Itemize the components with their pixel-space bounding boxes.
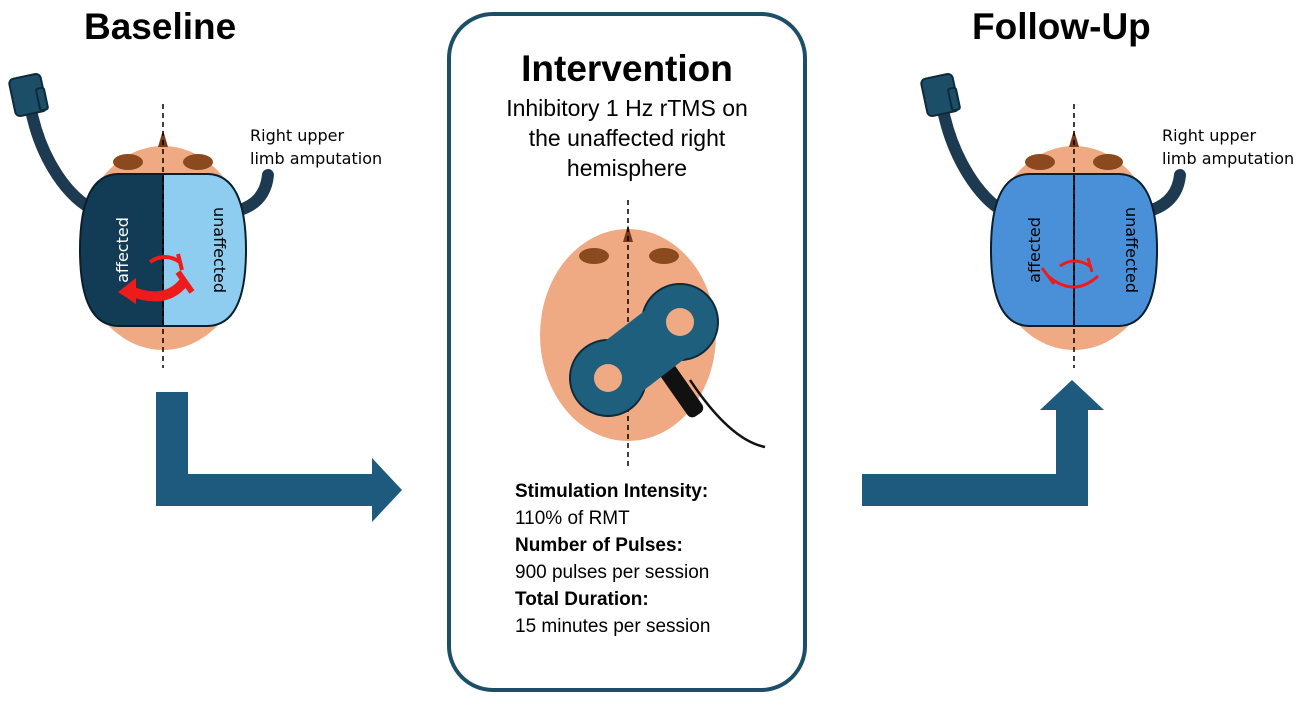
baseline-amputation-label-line1: Right upper [250,126,345,145]
baseline-amputation-label-line2: limb amputation [250,149,383,168]
followup-residual-arm-left [936,99,1008,216]
intervention-subtitle-line3: hemisphere [566,155,688,181]
followup-unaffected-label: unaffected [1122,207,1141,293]
baseline-unaffected-label: unaffected [210,207,229,293]
flow-arrow-icon-left [156,392,402,522]
followup-eye-left [1025,154,1055,170]
followup-head-icon [920,73,1186,368]
baseline-eye-right [183,154,213,170]
baseline-eye-left [113,154,143,170]
followup-affected-label: affected [1025,217,1044,283]
number-of-pulses-value: 900 pulses per session [515,562,710,583]
intervention-subtitle-line2: the unaffected right [528,125,726,151]
baseline-nose [158,130,168,147]
followup-amputation-label-line1: Right upper [1162,126,1257,145]
baseline-stump-right [234,169,274,216]
followup-nose [1069,130,1079,147]
tms-coil-icon [569,283,766,449]
followup-right-hemisphere [1073,173,1159,327]
intervention-subtitle-line1: Inhibitory 1 Hz rTMS on [506,95,748,121]
baseline-title: Baseline [84,6,237,47]
number-of-pulses-label: Number of Pulses: [515,535,683,556]
followup-inhibition-arrow-bottom-icon [1047,274,1100,289]
intervention-eye-right [649,248,679,264]
baseline-left-hemisphere [78,173,164,327]
intervention-title: Intervention [521,48,733,89]
baseline-affected-label: affected [113,217,132,283]
flow-arrow-icon-right [862,380,1104,506]
intervention-subtitle: Inhibitory 1 Hz rTMS on the unaffected r… [467,93,787,183]
followup-stump-right [1146,169,1186,216]
stimulation-intensity-label: Stimulation Intensity: [515,481,709,502]
intervention-panel [447,12,807,692]
intervention-nose [623,225,633,242]
followup-title: Follow-Up [972,6,1151,47]
stimulation-intensity-value: 110% of RMT [515,508,630,529]
followup-amputation-label: Right upper limb amputation [1162,124,1294,170]
followup-left-hemisphere [989,173,1075,327]
followup-inhibition-arrow-top-icon [1059,259,1091,268]
baseline-amputation-label: Right upper limb amputation [250,124,382,170]
intervention-eye-left [579,248,609,264]
baseline-head-icon [8,73,274,368]
followup-eye-right [1093,154,1123,170]
baseline-residual-arm-left [24,99,101,216]
total-duration-label: Total Duration: [515,589,649,610]
baseline-right-hemisphere [162,173,248,327]
followup-amputation-label-line2: limb amputation [1162,149,1295,168]
baseline-inhibition-arrow-icon [148,255,182,264]
total-duration-value: 15 minutes per session [515,616,711,637]
